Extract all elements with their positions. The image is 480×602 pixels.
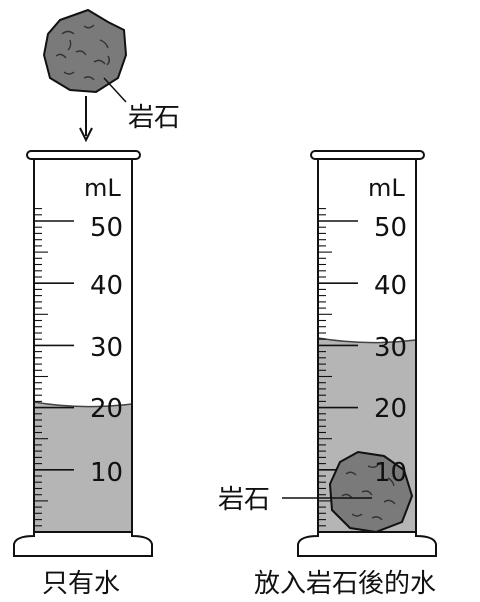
tick-label-left-50: 50 — [90, 213, 123, 243]
falling-rock-texture — [55, 24, 110, 81]
base-left — [13, 531, 153, 557]
drop-arrow-head — [79, 127, 93, 143]
meniscus-right — [317, 337, 417, 344]
rim-left — [26, 150, 141, 160]
base-right — [297, 531, 437, 557]
submerged-rock-texture — [341, 464, 396, 521]
unit-label-left: mL — [84, 174, 121, 202]
cylinder-left: mL 50 40 30 20 10 只有水 — [13, 150, 153, 599]
tick-label-left-20: 20 — [90, 394, 123, 424]
tick-label-right-10: 10 — [374, 458, 407, 488]
falling-rock-shape — [42, 8, 128, 94]
caption-right: 放入岩石後的水 — [254, 569, 436, 599]
tick-label-right-50: 50 — [374, 213, 407, 243]
falling-rock: 岩石 — [42, 8, 180, 143]
tick-label-left-30: 30 — [90, 333, 123, 363]
tick-label-right-20: 20 — [374, 394, 407, 424]
rock-label-bottom: 岩石 — [218, 485, 270, 515]
rim-right — [310, 150, 425, 160]
water-left — [34, 402, 132, 532]
tick-label-left-40: 40 — [90, 271, 123, 301]
meniscus-left — [33, 401, 133, 408]
tick-label-right-40: 40 — [374, 271, 407, 301]
tick-marks-left — [34, 208, 74, 527]
cylinder-right: 岩石 mL 50 40 30 20 10 放入岩石後的水 — [218, 150, 437, 599]
rock-label-top: 岩石 — [128, 103, 180, 133]
tick-marks-right — [318, 208, 358, 527]
unit-label-right: mL — [368, 174, 405, 202]
rock-leader-top — [103, 77, 127, 103]
caption-left: 只有水 — [42, 569, 120, 599]
tick-label-left-10: 10 — [90, 458, 123, 488]
tick-label-right-30: 30 — [374, 333, 407, 363]
